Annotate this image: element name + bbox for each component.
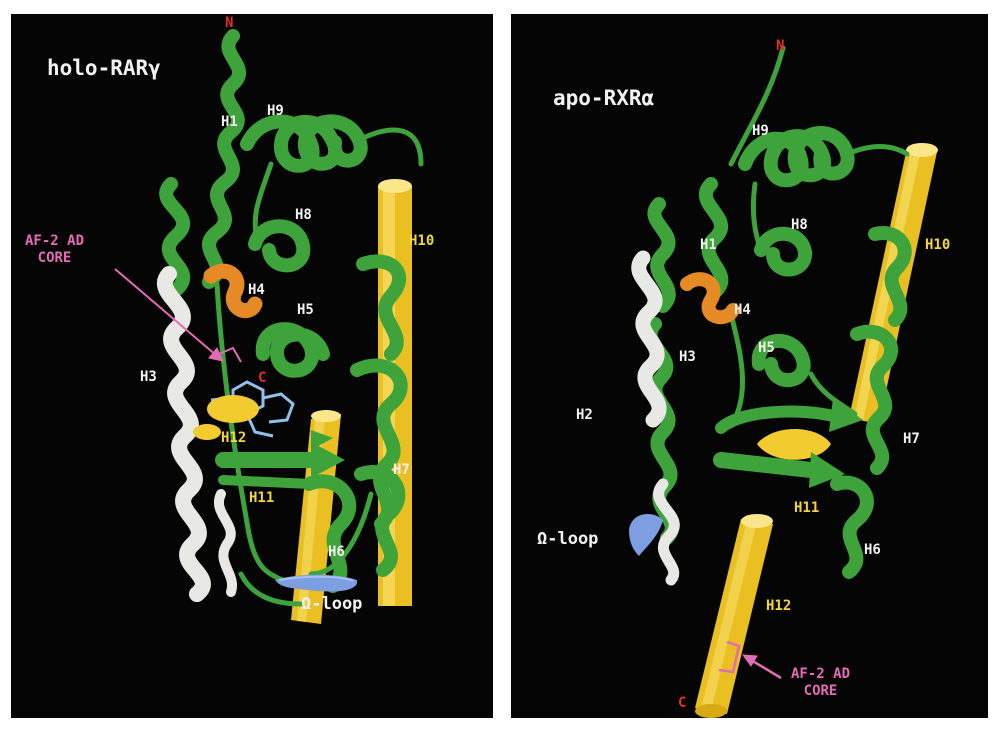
helix-label-h9: H9 xyxy=(752,123,769,139)
n-terminus-label: N xyxy=(776,38,784,54)
helix-label-h9: H9 xyxy=(267,103,284,119)
helix-label-h6: H6 xyxy=(864,542,881,558)
green-helices xyxy=(651,48,907,572)
helix-label-h7: H7 xyxy=(903,431,920,447)
omega-loop-ribbon xyxy=(275,575,357,592)
green-helices xyxy=(166,36,421,604)
h11-yellow-segment xyxy=(757,429,831,460)
helix-label-h4: H4 xyxy=(734,302,751,318)
helix-label-h10: H10 xyxy=(925,237,950,253)
helix-label-h11: H11 xyxy=(249,490,274,506)
helix-label-h12: H12 xyxy=(221,430,246,446)
helix-label-h3: H3 xyxy=(679,349,696,365)
apo-rxr-structure-drawing xyxy=(511,14,988,718)
af2-core-line2: CORE xyxy=(791,683,850,700)
helix-label-h2: H2 xyxy=(576,407,593,423)
helix-label-h11: H11 xyxy=(794,500,819,516)
helix-label-h5: H5 xyxy=(758,340,775,356)
h12-cylinder xyxy=(695,514,773,718)
omega-loop-ribbon xyxy=(629,514,663,556)
helix-label-h12: H12 xyxy=(766,598,791,614)
helix-label-h4: H4 xyxy=(248,282,265,298)
c-terminus-label: C xyxy=(678,695,686,711)
holo-rar-structure-drawing xyxy=(11,14,493,718)
af2-core-label: AF-2 AD CORE xyxy=(791,666,850,700)
af2-core-line1: AF-2 AD xyxy=(25,233,84,250)
c-terminus-label: C xyxy=(258,370,266,386)
holo-rar-gamma-panel: N holo-RARγ H1 H3 H4 H5 H8 H9 H10 H12 H1… xyxy=(11,14,493,718)
apo-rxr-alpha-panel: N apo-RXRα H9 H8 H10 H1 H4 H5 H3 H2 H7 H… xyxy=(511,14,988,718)
helix-label-h5: H5 xyxy=(297,302,314,318)
af2-core-line2: CORE xyxy=(25,250,84,267)
helix-label-h3: H3 xyxy=(140,369,157,385)
helix-label-h7: H7 xyxy=(393,462,410,478)
helix-label-h8: H8 xyxy=(295,207,312,223)
n-terminus-label: N xyxy=(225,15,233,31)
helix-label-h1: H1 xyxy=(700,237,717,253)
omega-loop-label: Ω-loop xyxy=(537,529,598,549)
helix-label-h6: H6 xyxy=(328,544,345,560)
af2-core-line1: AF-2 AD xyxy=(791,666,850,683)
helix-label-h1: H1 xyxy=(221,114,238,130)
panel-title: apo-RXRα xyxy=(553,86,654,110)
helix-label-h10: H10 xyxy=(409,233,434,249)
omega-loop-label: Ω-loop xyxy=(301,594,362,614)
panel-title: holo-RARγ xyxy=(47,56,161,80)
af2-core-label: AF-2 AD CORE xyxy=(25,233,84,267)
helix-label-h8: H8 xyxy=(791,217,808,233)
